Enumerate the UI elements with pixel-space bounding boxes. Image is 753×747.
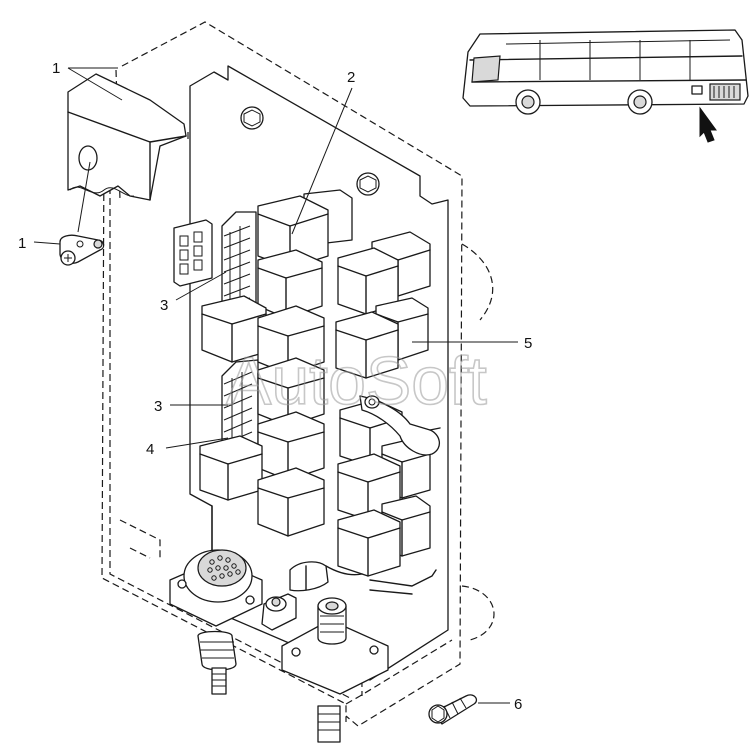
callout-2: 2 (347, 69, 355, 86)
cable-terminal (359, 395, 441, 456)
fuse-holder (173, 219, 213, 287)
leader-lines (33, 67, 518, 704)
ground-stud (261, 561, 437, 631)
callout-5: 5 (524, 335, 532, 352)
bus-inset (462, 29, 749, 143)
screw-6 (428, 694, 478, 725)
lower-studs (197, 630, 341, 743)
battery-terminal (281, 597, 389, 695)
callout-3-upper: 3 (160, 297, 168, 314)
callout-1-lower: 1 (18, 235, 26, 252)
callout-3-lower: 3 (154, 398, 162, 415)
fastener-screw-1 (59, 234, 105, 266)
watermark: AutoSoft (226, 343, 487, 419)
mounting-bracket (67, 73, 187, 201)
round-connector (169, 549, 263, 627)
location-arrow-icon (699, 106, 717, 143)
callout-6: 6 (514, 696, 522, 713)
callout-4: 4 (146, 441, 154, 458)
callout-1-upper: 1 (52, 60, 60, 77)
